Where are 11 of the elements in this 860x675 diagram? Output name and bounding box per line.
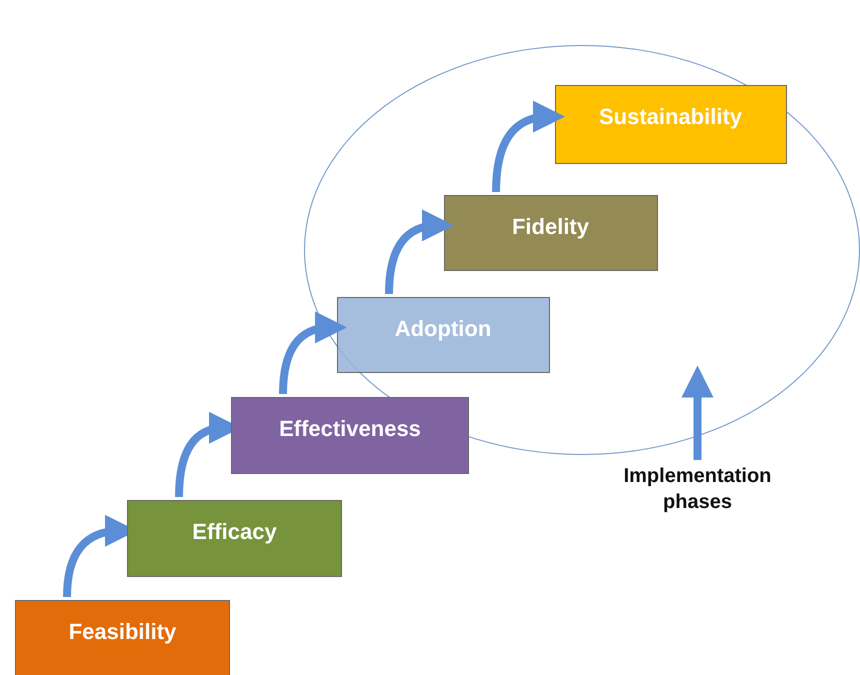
arrow — [385, 210, 454, 294]
step-box: Efficacy — [127, 500, 342, 577]
arrow — [492, 102, 565, 192]
arrow — [279, 312, 347, 394]
step-box: Fidelity — [444, 194, 658, 270]
step-box: Effectiveness — [231, 397, 469, 474]
step-box: Feasibility — [15, 600, 230, 675]
step-box: Adoption — [336, 296, 550, 372]
arrow — [682, 365, 714, 460]
step-box: Sustainability — [554, 84, 786, 164]
annotation-text: Implementation phases — [600, 463, 795, 519]
